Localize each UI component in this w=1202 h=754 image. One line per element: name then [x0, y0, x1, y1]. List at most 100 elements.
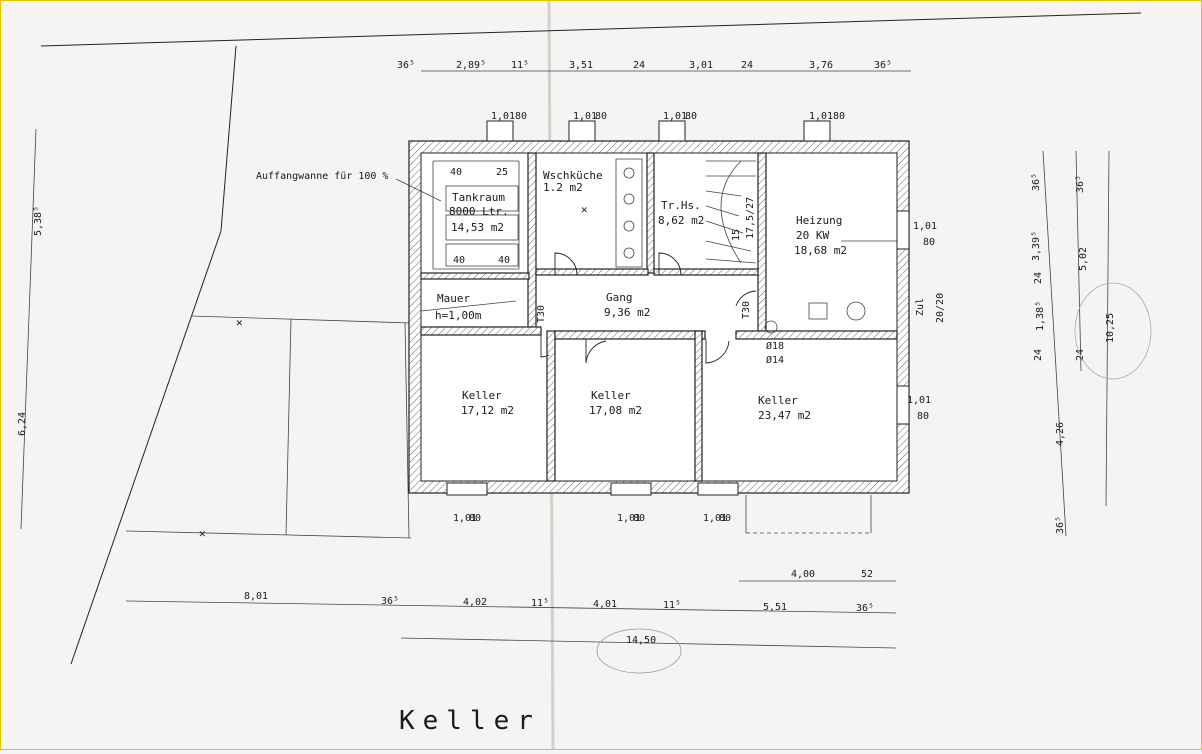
- svg-text:11⁵: 11⁵: [511, 60, 529, 71]
- wall-stair-bottom: [653, 268, 759, 276]
- mauer-label: Mauer: [437, 292, 470, 305]
- fire-door-left: T30: [536, 305, 547, 323]
- svg-text:24: 24: [1033, 349, 1044, 361]
- dims-bottom-row2: 8,01 36⁵ 4,02 11⁵ 4,01 11⁵ 5,51 36⁵: [244, 591, 874, 614]
- svg-text:2,89⁵: 2,89⁵: [456, 60, 486, 71]
- pipe-size-2: Ø14: [766, 354, 784, 366]
- stair-dims: 17,5/27: [745, 197, 756, 239]
- svg-text:3,39⁵: 3,39⁵: [1031, 231, 1042, 261]
- room-area-keller2: 17,08 m2: [589, 404, 642, 417]
- hand-circle: [596, 628, 682, 674]
- staircase: [705, 160, 757, 264]
- room-name-keller3: Keller: [758, 394, 798, 407]
- wall-keller2-top: [554, 330, 706, 340]
- air-inlet-label: Zul: [915, 298, 926, 316]
- wall-tank-wash: [527, 152, 537, 332]
- terrace-outline-top: [190, 315, 412, 324]
- svg-text:24: 24: [741, 60, 753, 71]
- svg-text:36⁵: 36⁵: [874, 60, 892, 71]
- wall-keller1-keller2: [546, 330, 556, 482]
- wall-stair-heating: [757, 152, 767, 332]
- mauer-height: h=1,00m: [435, 309, 482, 322]
- svg-text:36⁵: 36⁵: [1075, 175, 1086, 193]
- dim-total-width: 14,50: [626, 635, 656, 646]
- low-wall-mauer: [420, 300, 517, 312]
- svg-text:1,01: 1,01: [809, 111, 833, 122]
- dim-line-bottom-2: [125, 600, 897, 614]
- svg-text:4,01: 4,01: [593, 599, 617, 610]
- room-area-keller1: 17,12 m2: [461, 404, 514, 417]
- oil-tank: [445, 243, 519, 267]
- svg-text:80: 80: [719, 513, 731, 524]
- room-name-keller1: Keller: [462, 389, 502, 402]
- tank-dim: 40: [450, 167, 462, 178]
- svg-text:5,51: 5,51: [763, 602, 787, 613]
- svg-text:11⁵: 11⁵: [531, 598, 549, 609]
- chimney-icon: [764, 320, 778, 334]
- boiler: [808, 302, 828, 320]
- svg-text:4,02: 4,02: [463, 597, 487, 608]
- tank-dim: 25: [496, 167, 508, 178]
- svg-text:11⁵: 11⁵: [663, 600, 681, 611]
- svg-text:4,26: 4,26: [1055, 422, 1066, 446]
- room-area-gang: 9,36 m2: [604, 306, 650, 319]
- wall-keller3-top: [735, 330, 898, 340]
- hot-water-tank: [846, 301, 866, 321]
- dim-left-2: 6,24: [17, 412, 28, 436]
- svg-text:80: 80: [685, 111, 697, 122]
- leader-line: [395, 178, 442, 202]
- washer-icon: [623, 167, 635, 179]
- dim-left-1: 5,38⁵: [33, 206, 44, 236]
- door-keller1: [540, 335, 550, 358]
- appliance-column: [615, 158, 643, 268]
- svg-text:8,01: 8,01: [244, 591, 268, 602]
- room-name-heizung: Heizung: [796, 214, 842, 227]
- oil-tank: [445, 214, 519, 241]
- tank-dim: 40: [453, 255, 465, 266]
- dim-line-bottom-total: [400, 637, 897, 649]
- room-name-keller2: Keller: [591, 389, 631, 402]
- building-interior: [420, 152, 898, 482]
- dim-line-right-2: [1075, 150, 1082, 372]
- room-area-heizung: 18,68 m2: [794, 244, 847, 257]
- room-name-treppenhaus: Tr.Hs.: [661, 199, 701, 212]
- wall-wash-bottom: [535, 268, 649, 276]
- door-washroom: [554, 252, 578, 276]
- wall-tank-bottom: [420, 272, 530, 280]
- svg-text:52: 52: [861, 569, 873, 580]
- terrace-outline-bottom: [125, 530, 412, 539]
- svg-text:1,01: 1,01: [913, 221, 937, 232]
- room-area-keller3: 23,47 m2: [758, 409, 811, 422]
- svg-text:36⁵: 36⁵: [381, 596, 399, 607]
- svg-text:80: 80: [633, 513, 645, 524]
- svg-text:1,01: 1,01: [663, 111, 687, 122]
- svg-text:80: 80: [469, 513, 481, 524]
- room-name-gang: Gang: [606, 291, 633, 304]
- plan-title: Keller: [399, 706, 541, 736]
- svg-text:1,01: 1,01: [491, 111, 515, 122]
- svg-text:1,01: 1,01: [617, 513, 641, 524]
- room-area-waschkueche: 1.2 m2: [543, 181, 583, 194]
- svg-text:36⁵: 36⁵: [1055, 516, 1066, 534]
- property-line-left: [70, 230, 222, 665]
- door-keller3: [705, 339, 730, 364]
- hand-circle: [1074, 282, 1152, 380]
- tank-dim: 40: [498, 255, 510, 266]
- tank-capacity: 8000 Ltr.: [449, 205, 509, 218]
- dim-total-depth: 10,25: [1105, 313, 1116, 343]
- room-name-waschkueche: Wschküche: [543, 169, 603, 182]
- wall-wash-stair: [646, 152, 655, 274]
- svg-text:80: 80: [833, 111, 845, 122]
- svg-text:1,01: 1,01: [907, 395, 931, 406]
- dim-line-left: [20, 128, 37, 530]
- svg-text:80: 80: [923, 237, 935, 248]
- property-line-top: [40, 12, 1142, 47]
- svg-text:1,01: 1,01: [453, 513, 477, 524]
- heating-power: 20 KW: [796, 229, 829, 242]
- svg-text:24: 24: [1033, 272, 1044, 284]
- window-markers: [446, 120, 910, 496]
- wall-corridor-left: [420, 326, 542, 336]
- svg-text:80: 80: [917, 411, 929, 422]
